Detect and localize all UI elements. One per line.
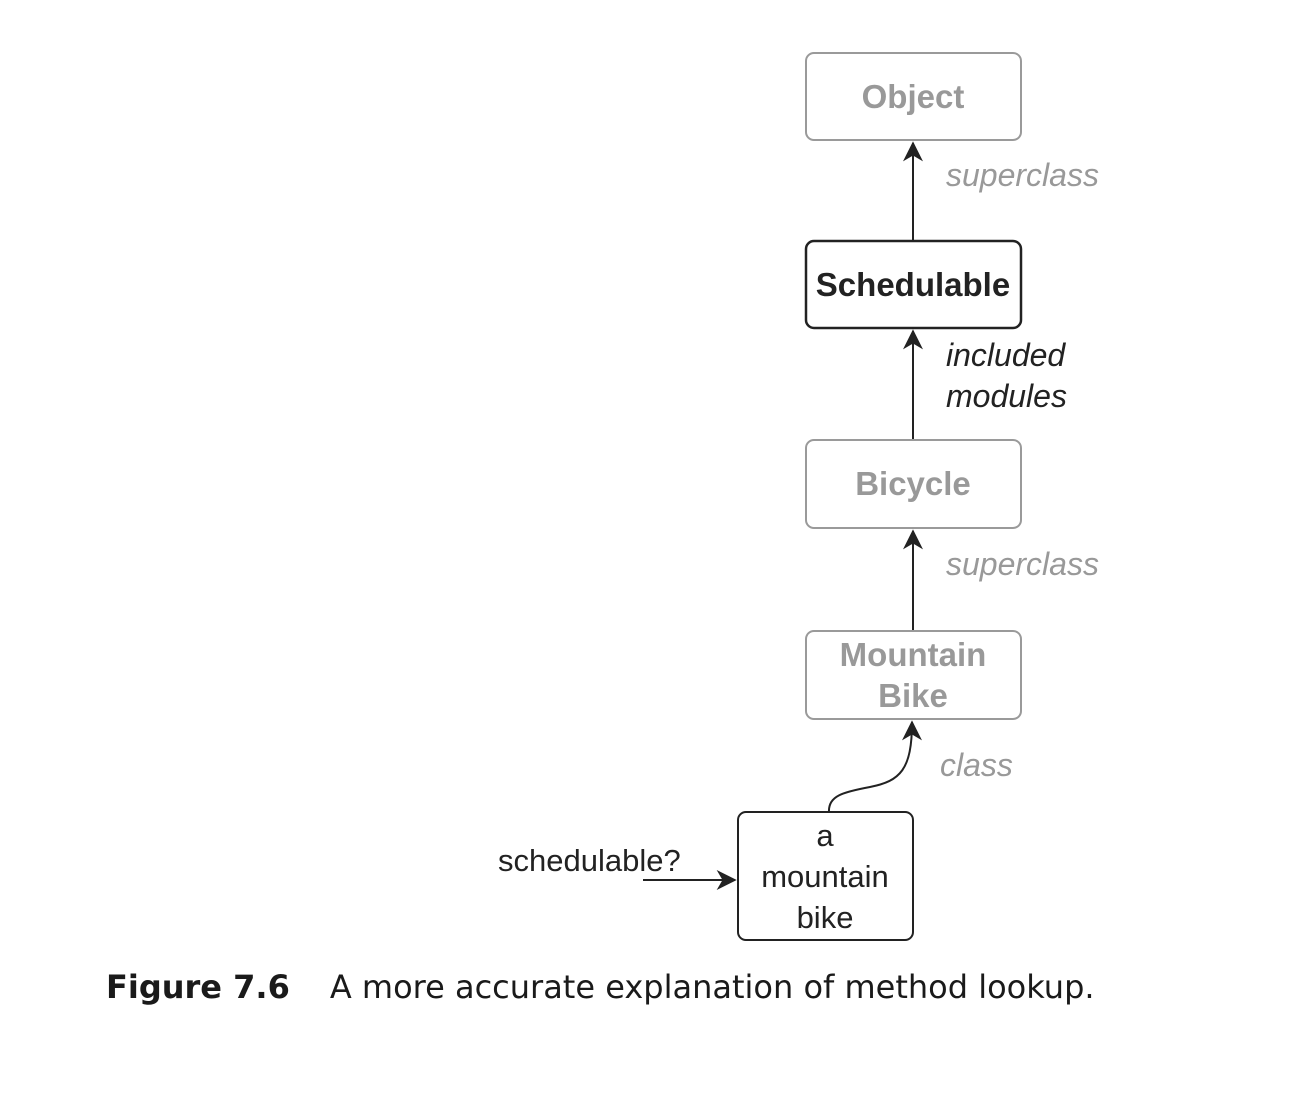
instance-label-line2: mountain <box>761 859 889 894</box>
object-label: Object <box>862 78 965 115</box>
schedulable-node: Schedulable <box>804 239 1023 330</box>
bicycle-label: Bicycle <box>855 465 971 502</box>
mountain-bike-label-line2: Bike <box>878 677 948 714</box>
bicycle-node: Bicycle <box>805 439 1022 529</box>
object-node: Object <box>805 52 1022 141</box>
class-label: class <box>940 747 1013 783</box>
figure-caption: Figure 7.6 A more accurate explanation of… <box>106 968 1095 1006</box>
instance-label-line3: bike <box>797 900 854 935</box>
included-modules-label-line1: included <box>946 337 1066 373</box>
class-arrow <box>827 720 922 813</box>
schedulable-label: Schedulable <box>816 266 1010 303</box>
method-lookup-diagram: Object superclass Schedulable included m… <box>498 52 1099 941</box>
figure-number: Figure 7.6 <box>106 968 290 1006</box>
included-modules-label-line2: modules <box>946 378 1067 414</box>
message-label: schedulable? <box>498 843 681 878</box>
instance-node: a mountain bike <box>737 811 914 941</box>
mountain-bike-node: Mountain Bike <box>805 630 1022 720</box>
superclass-label-bottom: superclass <box>946 546 1099 582</box>
mountain-bike-label-line1: Mountain <box>840 636 987 673</box>
figure-caption-text: A more accurate explanation of method lo… <box>329 968 1095 1006</box>
superclass-label-top: superclass <box>946 157 1099 193</box>
instance-label-line1: a <box>816 818 834 853</box>
